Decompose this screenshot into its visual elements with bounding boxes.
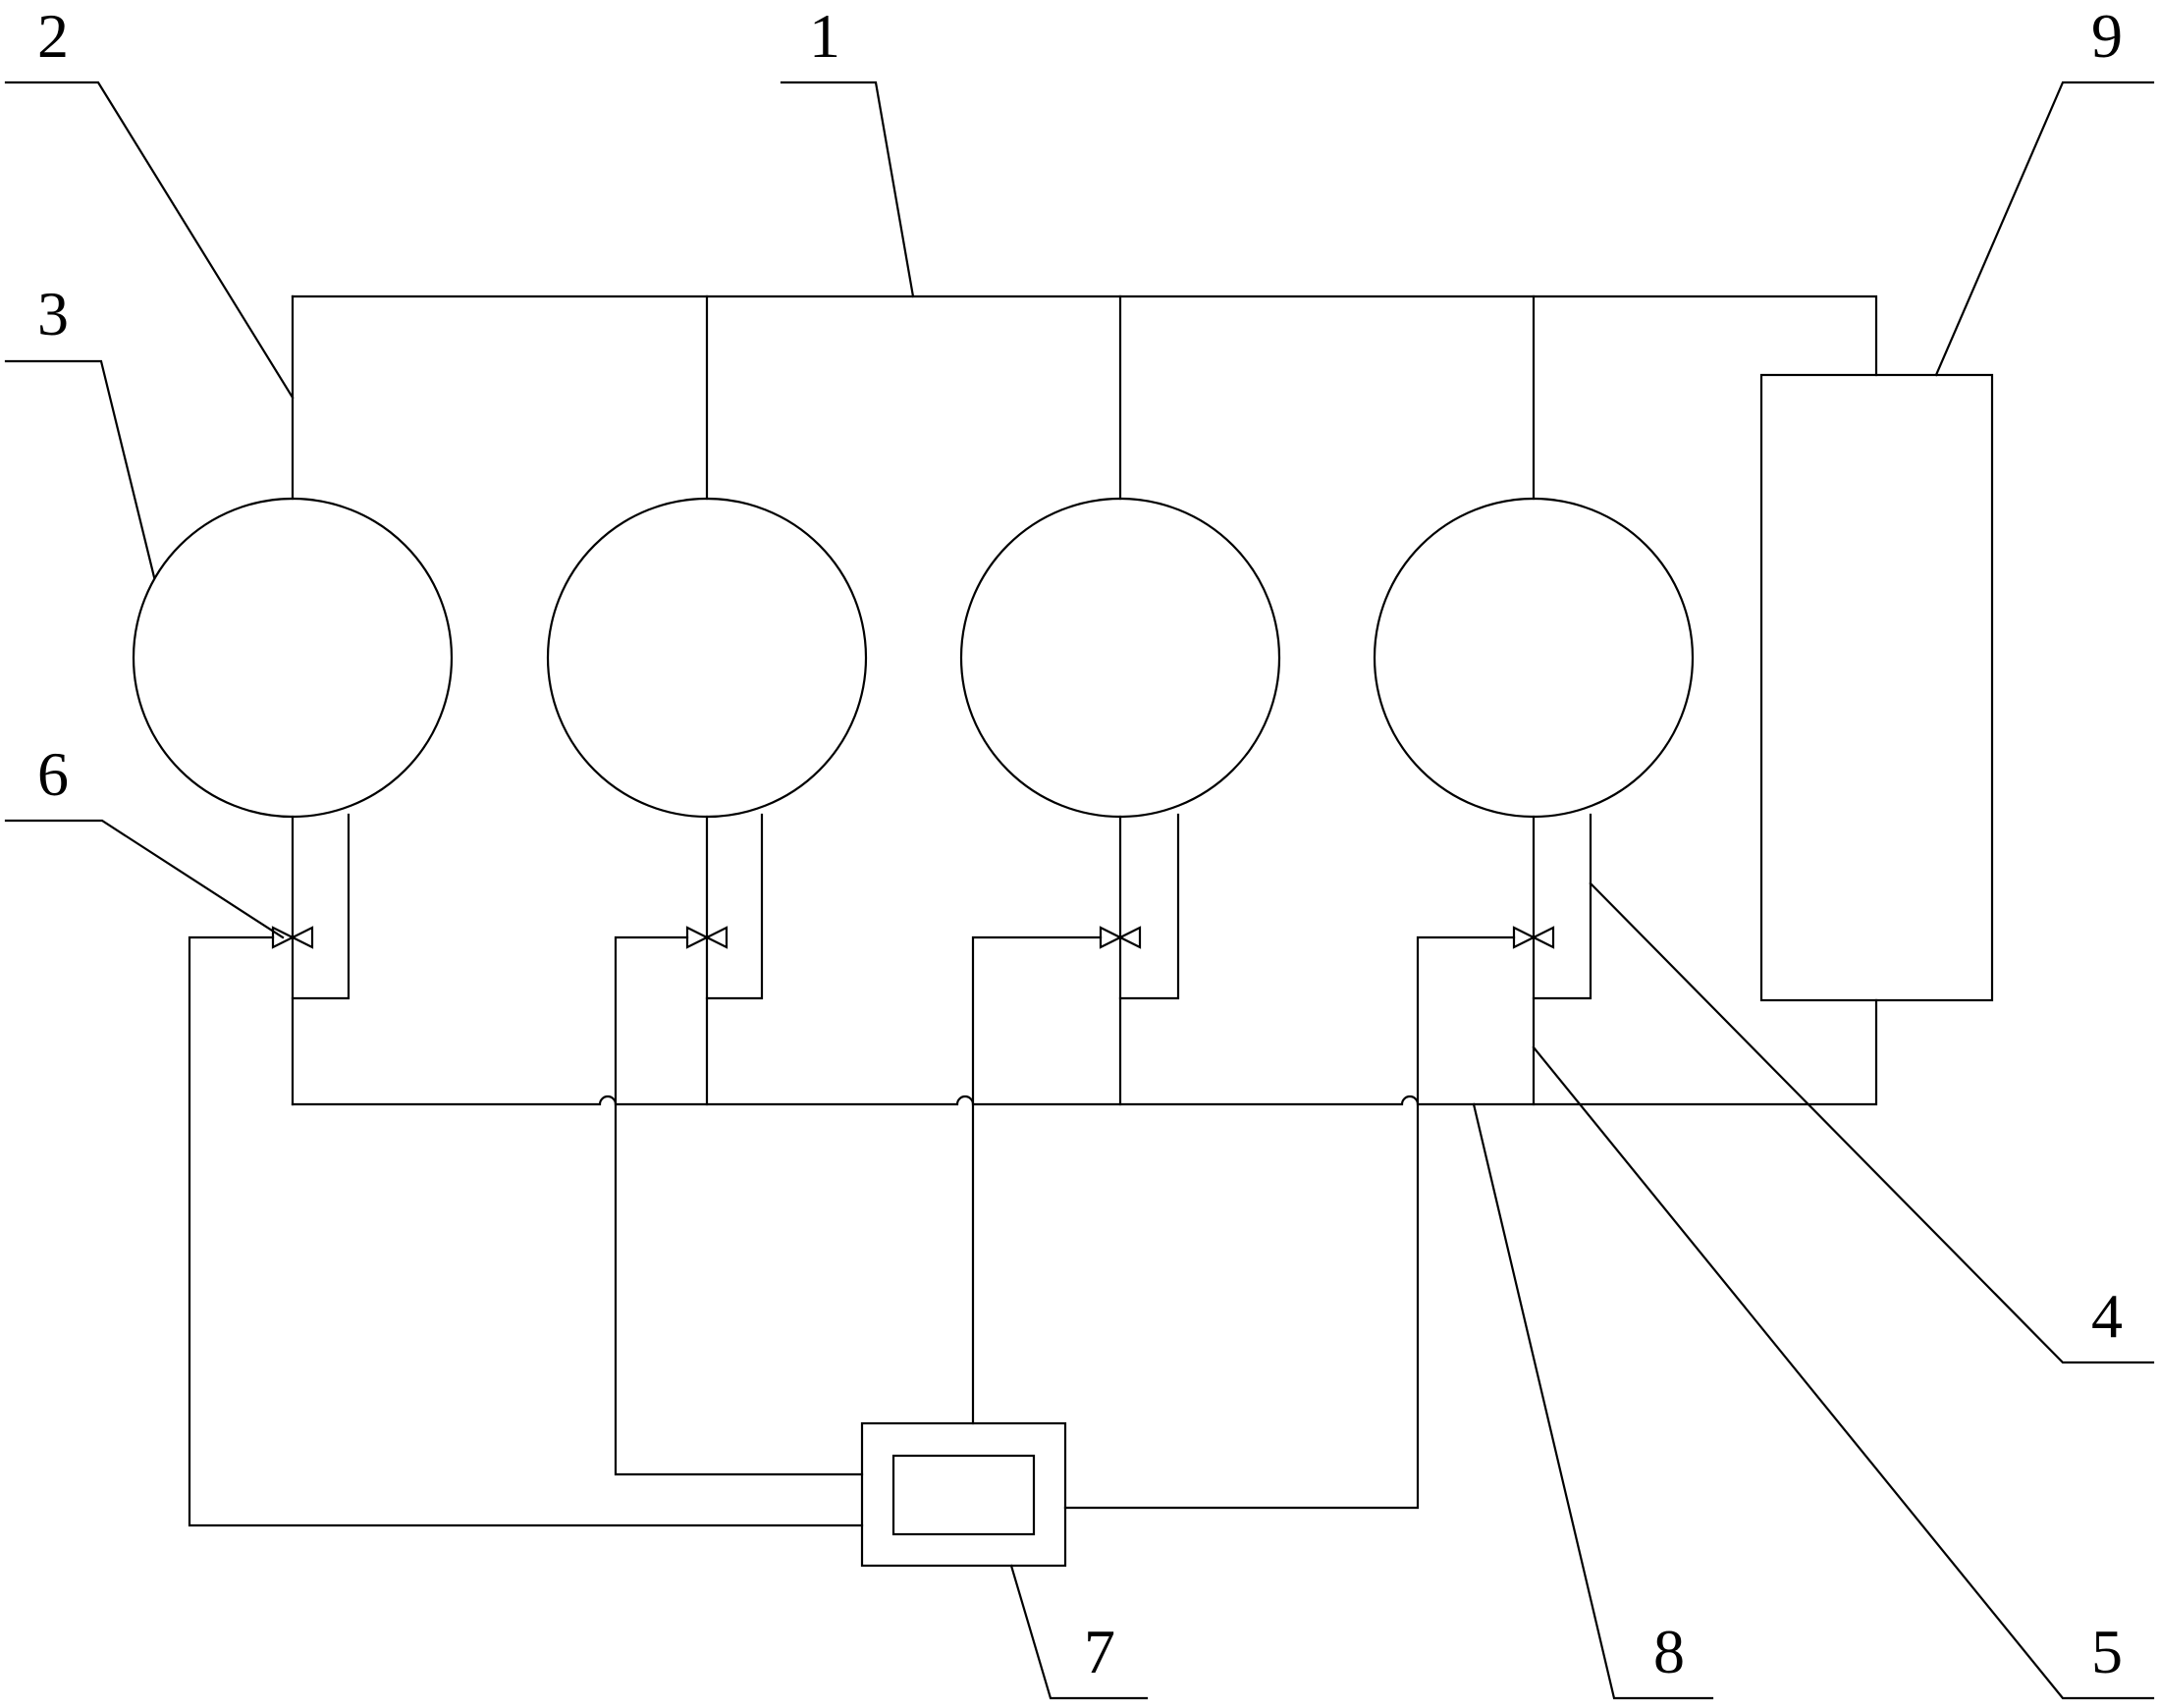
valve-3: [1099, 926, 1142, 949]
label-6: 6: [37, 739, 69, 809]
leader-8: [1472, 1102, 1714, 1700]
vessel-group-3: [959, 294, 1281, 1425]
label-5: 5: [2091, 1617, 2123, 1686]
vessel-3: [959, 497, 1281, 819]
leader-3: [4, 359, 156, 579]
vessel-group-4: [1063, 294, 1695, 1510]
label-7: 7: [1084, 1617, 1115, 1686]
label-4: 4: [2091, 1281, 2123, 1351]
leader-4: [1589, 881, 2155, 1364]
valve-1: [271, 926, 314, 949]
bottom-header-pipe: [291, 998, 1878, 1106]
vessel-group-2: [546, 294, 868, 1476]
valve-2: [685, 926, 729, 949]
vessel-group-1: [132, 294, 864, 1527]
label-3: 3: [37, 279, 69, 348]
leader-7: [1009, 1564, 1149, 1700]
leader-2: [4, 80, 295, 400]
label-8: 8: [1653, 1617, 1685, 1686]
leader-1: [780, 80, 915, 298]
controller-screen: [891, 1454, 1036, 1536]
vessel-1: [132, 497, 454, 819]
label-2: 2: [37, 1, 69, 71]
controller-outer-box: [860, 1421, 1067, 1568]
leader-9: [1934, 80, 2155, 377]
vessel-4: [1373, 497, 1695, 819]
label-9: 9: [2091, 1, 2123, 71]
leader-5: [1532, 1045, 2155, 1700]
unit-9-box: [1759, 373, 1994, 1002]
vessel-2: [546, 497, 868, 819]
label-1: 1: [809, 1, 840, 71]
valve-4: [1512, 926, 1555, 949]
top-header-pipe: [291, 294, 1878, 377]
leader-6: [4, 819, 285, 939]
